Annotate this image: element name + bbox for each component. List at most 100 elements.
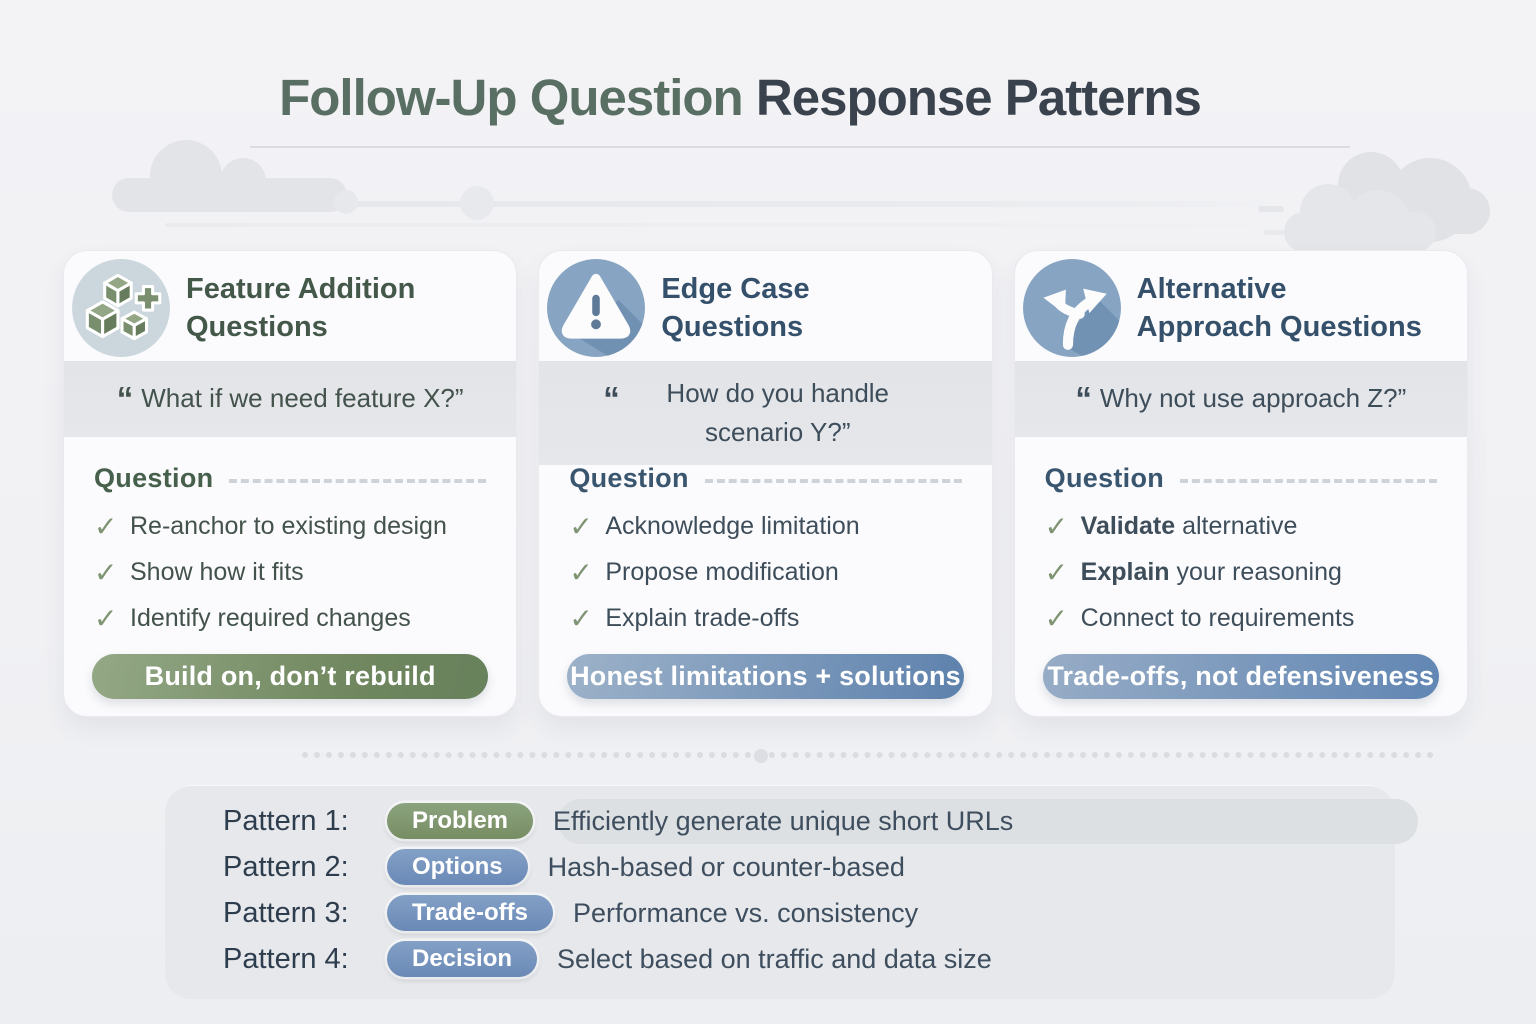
open-quote-icon: “ bbox=[603, 380, 620, 417]
item-text: Propose modification bbox=[605, 557, 839, 586]
card-header: Feature Addition Questions bbox=[64, 251, 516, 363]
title-divider bbox=[250, 146, 1350, 148]
open-quote-icon: “ bbox=[116, 380, 134, 417]
section-header: Question bbox=[1045, 463, 1437, 494]
section-header: Question bbox=[569, 463, 962, 494]
list-item: ✓ Show how it fits bbox=[94, 549, 490, 595]
list-item: ✓ Explain trade-offs bbox=[569, 595, 965, 641]
card-feature-addition: Feature Addition Questions “What if we n… bbox=[63, 250, 518, 717]
quote-band: “Why not use approach Z?” bbox=[1014, 361, 1467, 437]
decorative-line bbox=[230, 201, 1305, 207]
pattern-description: Hash-based or counter-based bbox=[547, 851, 905, 882]
card-header: Alternative Approach Questions bbox=[1015, 251, 1467, 363]
check-icon: ✓ bbox=[569, 602, 593, 634]
pattern-tag-problem: Problem bbox=[387, 803, 534, 839]
section-label: Question bbox=[569, 463, 689, 493]
quote-zone: “Why not use approach Z?” bbox=[1014, 361, 1467, 467]
section-label: Question bbox=[94, 463, 214, 493]
card-alternative-approach: Alternative Approach Questions “Why not … bbox=[1013, 250, 1468, 717]
item-text: Acknowledge limitation bbox=[605, 511, 860, 540]
pattern-tag-options: Options bbox=[387, 849, 528, 885]
card-title-line2: Questions bbox=[186, 311, 328, 343]
cloud-icon bbox=[1322, 152, 1490, 242]
check-icon: ✓ bbox=[569, 556, 593, 588]
takeaway-pill: Build on, don’t rebuild bbox=[92, 654, 489, 699]
card-edge-case: Edge Case Questions “ How do you handle s… bbox=[538, 250, 993, 717]
pattern-row-4: Pattern 4: Decision Select based on traf… bbox=[223, 936, 1395, 982]
item-bold: Explain bbox=[1080, 557, 1170, 586]
pattern-label: Pattern 1: bbox=[223, 804, 349, 837]
check-icon: ✓ bbox=[569, 510, 593, 542]
list-item: ✓ Explain your reasoning bbox=[1045, 549, 1441, 595]
patterns-panel: Pattern 1: Problem Efficiently generate … bbox=[165, 785, 1418, 999]
dashed-rule bbox=[704, 478, 962, 483]
takeaway-pill: Trade-offs, not defensiveness bbox=[1042, 654, 1439, 699]
warning-triangle-icon bbox=[545, 257, 647, 359]
quote-text: How do you handle scenario Y?” bbox=[666, 378, 890, 447]
quote-band: “ How do you handle scenario Y?” bbox=[539, 361, 992, 465]
pattern-label: Pattern 3: bbox=[223, 896, 349, 929]
check-icon: ✓ bbox=[94, 510, 118, 542]
pattern-row-3: Pattern 3: Trade-offs Performance vs. co… bbox=[223, 890, 1395, 936]
item-text: Explain trade-offs bbox=[605, 603, 800, 632]
item-text: your reasoning bbox=[1169, 557, 1342, 586]
decorative-line bbox=[165, 223, 1305, 227]
check-list: ✓ Acknowledge limitation ✓ Propose modif… bbox=[569, 503, 965, 641]
quote-text: What if we need feature X?” bbox=[141, 383, 464, 413]
list-item: ✓ Acknowledge limitation bbox=[569, 503, 965, 549]
pattern-description: Performance vs. consistency bbox=[573, 897, 919, 928]
decorative-dot bbox=[460, 186, 494, 220]
pattern-row-1: Pattern 1: Problem Efficiently generate … bbox=[223, 798, 1418, 844]
card-title-line1: Alternative bbox=[1136, 272, 1287, 305]
row-highlight bbox=[558, 799, 1418, 844]
card-title-line1: Feature Addition bbox=[186, 272, 416, 305]
check-icon: ✓ bbox=[1044, 556, 1069, 588]
pattern-label: Pattern 4: bbox=[223, 942, 349, 975]
pattern-row-2: Pattern 2: Options Hash-based or counter… bbox=[223, 844, 1395, 890]
decorative-dash bbox=[1258, 206, 1284, 212]
card-title-line1: Edge Case bbox=[661, 272, 810, 305]
item-bold: Validate bbox=[1080, 511, 1176, 540]
item-text: Identify required changes bbox=[130, 603, 411, 632]
quote-band: “What if we need feature X?” bbox=[64, 361, 517, 437]
cards-row: Feature Addition Questions “What if we n… bbox=[63, 250, 1468, 717]
card-title-line2: Questions bbox=[661, 311, 804, 343]
quote-text: Why not use approach Z?” bbox=[1099, 383, 1407, 413]
cloud-icon bbox=[1284, 184, 1436, 254]
decorative-dash bbox=[1264, 230, 1284, 235]
item-text: Re-anchor to existing design bbox=[130, 511, 447, 540]
pattern-tag-tradeoffs: Trade-offs bbox=[387, 895, 554, 931]
list-item: ✓ Connect to requirements bbox=[1045, 595, 1441, 641]
dashed-rule bbox=[1180, 478, 1437, 483]
check-icon: ✓ bbox=[94, 556, 118, 588]
list-item: ✓ Propose modification bbox=[569, 549, 965, 595]
check-icon: ✓ bbox=[1044, 510, 1069, 542]
quote-zone: “What if we need feature X?” bbox=[64, 361, 517, 467]
page-title-rest: Response Patterns bbox=[742, 69, 1202, 126]
pattern-tag-decision: Decision bbox=[387, 941, 538, 977]
page-title-highlight: Follow-Up Question bbox=[279, 69, 744, 126]
card-title: Alternative Approach Questions bbox=[1137, 270, 1422, 347]
cubes-plus-icon bbox=[70, 257, 172, 359]
cloud-icon bbox=[112, 140, 347, 212]
check-list: ✓ Re-anchor to existing design ✓ Show ho… bbox=[94, 503, 490, 641]
pattern-description: Efficiently generate unique short URLs bbox=[553, 805, 1014, 836]
item-text: Connect to requirements bbox=[1080, 603, 1355, 632]
check-icon: ✓ bbox=[1044, 602, 1069, 634]
decorative-dot bbox=[334, 190, 358, 214]
dotted-divider-center-dot bbox=[754, 749, 768, 763]
check-icon: ✓ bbox=[94, 602, 118, 634]
quote-zone: “ How do you handle scenario Y?” bbox=[539, 361, 992, 467]
fork-arrows-icon bbox=[1021, 257, 1123, 359]
dashed-rule bbox=[229, 478, 487, 483]
card-title-line2: Approach Questions bbox=[1136, 311, 1422, 343]
list-item: ✓ Re-anchor to existing design bbox=[94, 503, 490, 549]
dotted-divider bbox=[302, 752, 1434, 758]
open-quote-icon: “ bbox=[1075, 380, 1092, 417]
section-header: Question bbox=[94, 463, 487, 494]
list-item: ✓ Identify required changes bbox=[94, 595, 490, 641]
item-text: alternative bbox=[1175, 511, 1298, 540]
card-title: Edge Case Questions bbox=[661, 270, 809, 347]
card-title: Feature Addition Questions bbox=[186, 270, 415, 347]
